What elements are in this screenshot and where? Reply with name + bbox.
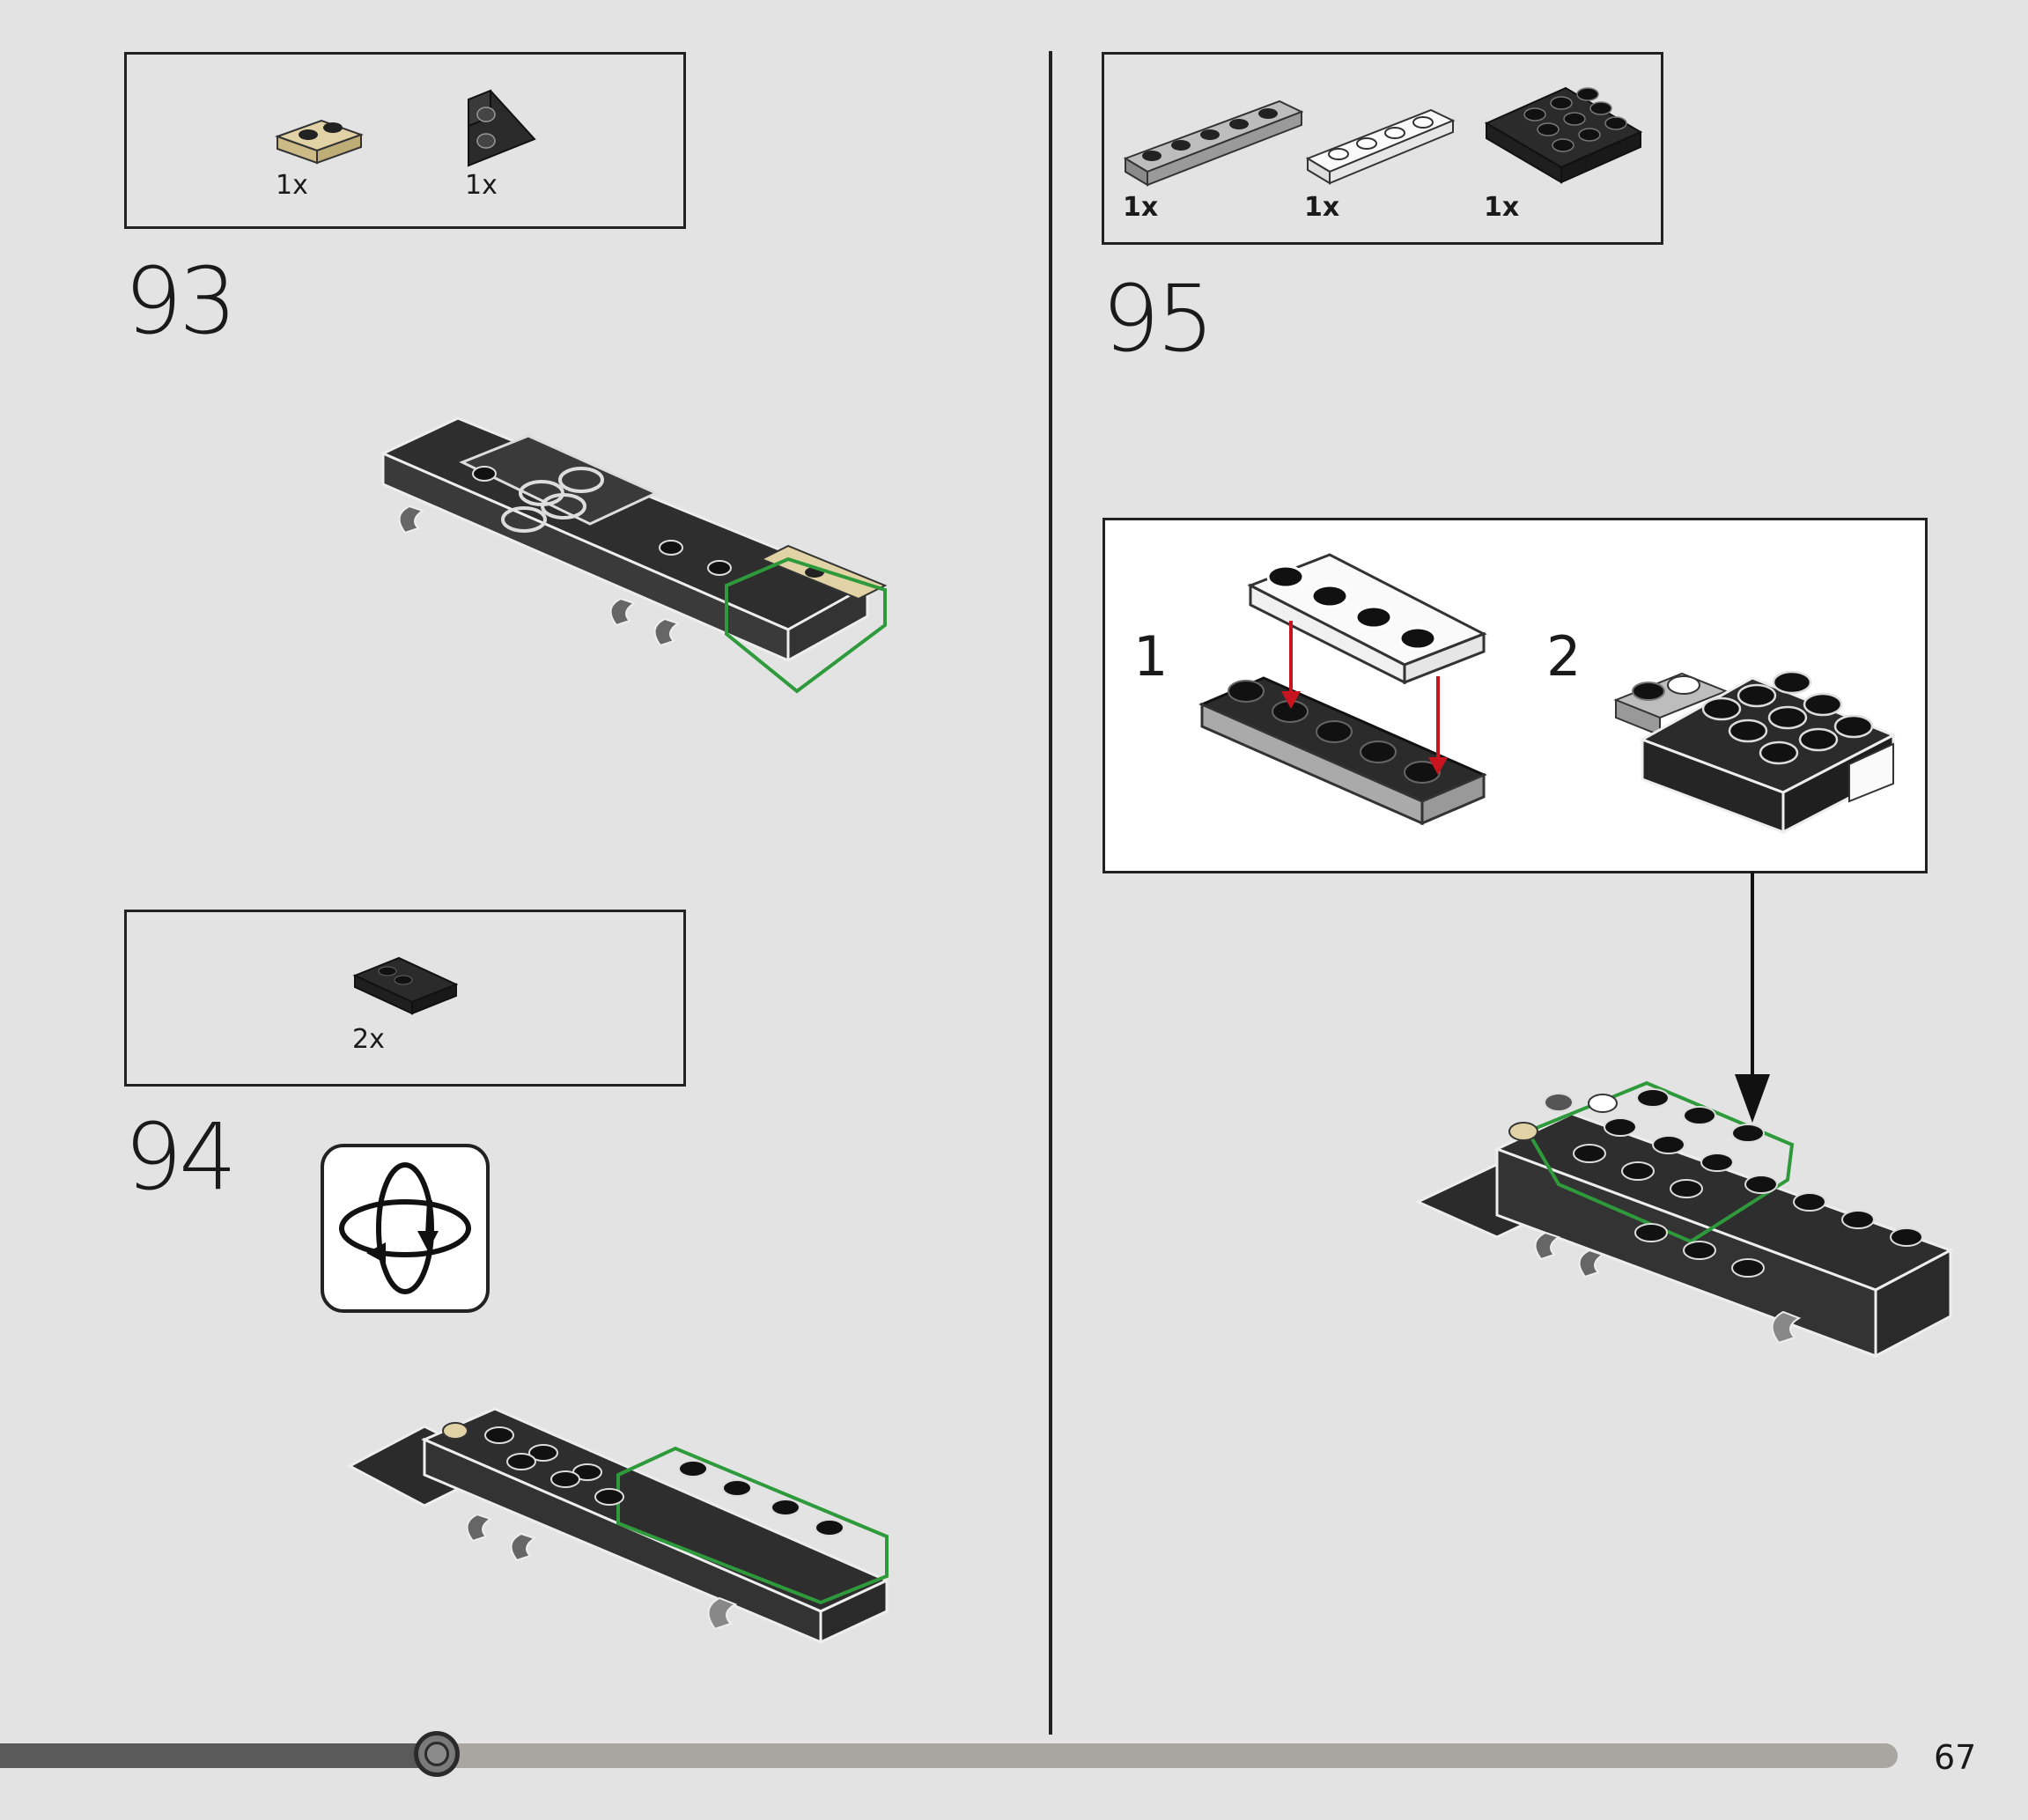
progress-knob [413,1731,460,1777]
column-divider [1049,51,1052,1735]
part-qty: 1x [1484,192,1520,223]
substep-2-illustration [1613,670,1897,835]
black-tile-2x2-icon [352,956,459,1015]
part-qty: 1x [1304,192,1340,223]
step-number: 95 [1102,265,1214,372]
step-number: 94 [124,1103,237,1211]
parts-callout-95 [1102,52,1663,245]
black-wedge-plate-icon [468,89,536,167]
model-step-95-illustration [1414,1080,1954,1359]
part-qty: 1x [1123,192,1159,223]
part-qty: 1x [465,170,498,201]
model-step-94-illustration [346,1407,890,1645]
part-qty: 1x [276,170,308,201]
white-plate-1x4-icon [1305,108,1456,185]
rotate-model-icon [321,1144,490,1313]
gray-plate-1x5-icon [1123,99,1304,187]
tan-plate-1x2-icon [275,119,364,165]
page-number: 67 [1934,1738,1977,1777]
progress-fill [0,1743,437,1768]
part-qty: 2x [352,1024,385,1055]
parts-callout-93 [124,52,686,229]
black-plate-3x3-icon [1484,86,1643,184]
substep-number: 2 [1546,624,1582,689]
down-arrow-icon [1735,872,1770,1123]
substep-1-illustration [1198,553,1487,826]
parts-callout-94 [124,910,686,1087]
model-step-93-illustration [380,416,888,694]
substep-number: 1 [1133,624,1169,689]
step-number: 93 [124,247,237,355]
